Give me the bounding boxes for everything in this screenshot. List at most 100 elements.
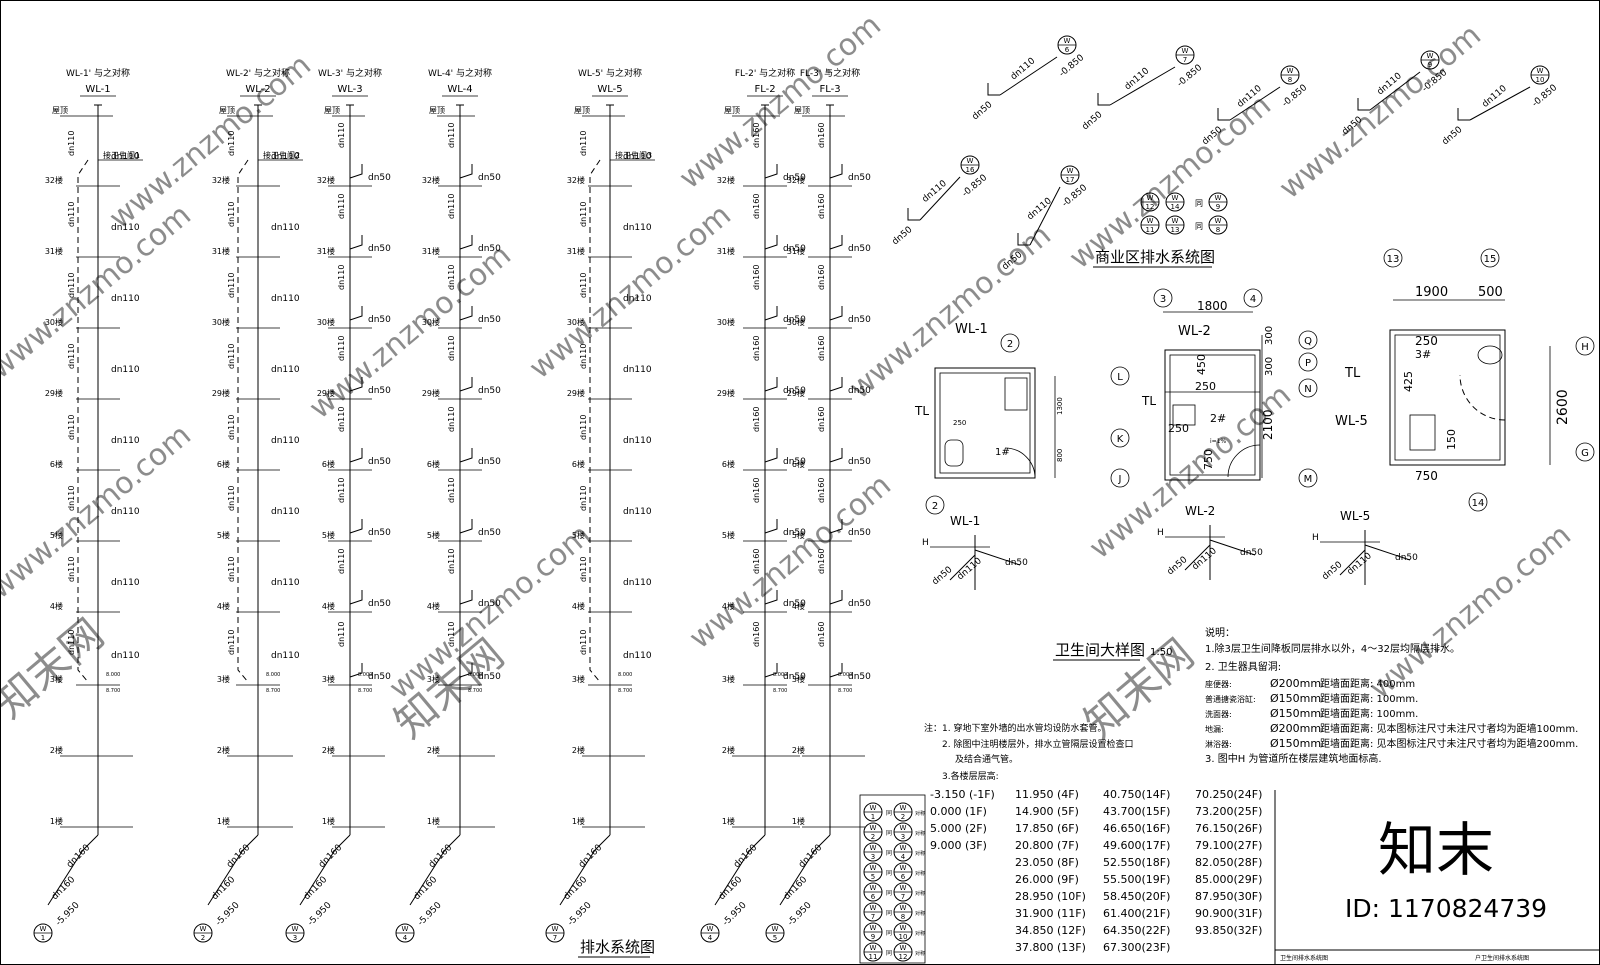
outlet-pipe [47,834,99,906]
floor-label: 1楼 [322,816,335,826]
fixture-hole: Ø150mm [1270,707,1321,720]
elevation-cell: 85.000(29F) [1195,873,1262,886]
riser-name: FL-3 [819,84,840,95]
branch-pipe [829,448,843,463]
branch-size: dn50 [783,457,806,467]
elevation-cell: 79.100(27F) [1195,839,1262,852]
fixture-name: 地漏: [1205,724,1224,734]
outlet-level: -5.950 [786,900,814,928]
legend-tag: W2 [863,822,883,842]
legend-tag: W9 [863,922,883,942]
legend-mirror: 对称 [915,890,925,897]
branch-size: dn50 [848,672,871,682]
elevation-cell: 14.900 (5F) [1015,805,1079,818]
riser-size-vert: dn110 [227,486,236,511]
riser-size: dn110 [337,194,346,219]
riser-size: dn160 [817,265,826,290]
floor-label: 5楼 [722,530,735,540]
watermark-site: www.znzmo.com [1363,518,1578,707]
branch-size: dn50 [478,315,501,325]
legend-same: 同 [886,850,892,857]
iso-branch [1217,108,1230,121]
el-8700: 8.700 [266,688,280,694]
dim: 1900 [1415,285,1448,300]
fixture-name: 淋浴器: [1205,739,1232,749]
riser-size: dn110 [271,223,300,233]
dim: 2600 [1555,389,1571,425]
el-8000: 8.000 [468,672,482,678]
tag-bottom: 7 [871,913,875,921]
branch-pipe [764,164,778,179]
tag-bottom: 7 [901,893,905,901]
branch-pipe [459,519,473,534]
floor-label: 29楼 [717,388,735,398]
floor-label: 5楼 [217,530,230,540]
elevation-cell: 43.700(15F) [1103,805,1170,818]
riser-size: dn110 [447,336,456,361]
axis-bubble [1000,333,1020,353]
branch-pipe [349,164,363,179]
tag-top: W [1537,67,1544,75]
tl-label: TL [1141,394,1156,408]
branch-size: dn50 [368,528,391,538]
tag-bottom: 5 [871,873,875,881]
riser-size: dn110 [337,478,346,503]
floor-label: 29楼 [45,388,63,398]
branch-pipe [764,663,778,678]
titleblock-text-1: 卫生间排水系统图 [1280,954,1328,962]
tag-bottom: 13 [1171,226,1180,234]
outlet-tag: W2 [193,923,213,943]
riser-size-vert: dn110 [67,486,76,511]
dim: 750 [1415,469,1438,483]
outlet-size-2: dn160 [50,875,77,902]
riser-wl-3: WL-3' 与之对称WL-3屋顶32楼31楼30楼29楼6楼5楼4楼3楼2楼1楼… [285,67,391,943]
floor-label: 3楼 [322,674,335,684]
floor-label: 31楼 [422,246,440,256]
iso-level: -0.850 [1531,83,1560,109]
elevation-cell: 46.650(16F) [1103,822,1170,835]
tag-bottom: 1 [871,813,875,821]
tag-bottom: 6 [1065,46,1070,54]
el-8700: 8.700 [773,688,787,694]
floor-label: 30楼 [317,317,335,327]
riser-size: dn110 [447,194,456,219]
iso-size: dn110 [1009,56,1038,82]
iso-size-small: dn50 [971,100,995,123]
branch-size: dn50 [368,599,391,609]
riser-size-vert: dn110 [67,557,76,582]
axis-bubble [1383,248,1403,268]
riser-size: dn160 [752,194,761,219]
axis-bubble [1575,442,1595,462]
dim: 250 [1195,380,1216,393]
legend-mirror: 对称 [915,850,925,857]
legend-tag: W5 [863,862,883,882]
riser-size: dn110 [111,365,140,375]
iso-size: dn110 [921,179,950,205]
riser-size-vert: dn110 [67,202,76,227]
outlet-size: dn160 [797,843,824,870]
floor-label: 3楼 [50,674,63,684]
riser-size: dn160 [817,194,826,219]
riser-size: dn110 [337,622,346,647]
fixture-distance: 距墙面距离: 100mm. [1320,692,1418,705]
watermark-site: www.znzmo.com [683,468,898,657]
same-tag: W13 [1165,215,1185,235]
branch-pipe [349,377,363,392]
tag-bottom: 17 [1066,176,1075,184]
riser-size: dn160 [752,622,761,647]
elevation-cell: 26.000 (9F) [1015,873,1079,886]
tag-bottom: 7 [1183,56,1187,64]
floor-label: 屋顶 [724,106,740,115]
floor-label: 31楼 [787,246,805,256]
floor-label: 29楼 [422,388,440,398]
branch-size: dn50 [783,672,806,682]
branch-pipe [349,306,363,321]
axis-label: L [1117,372,1123,383]
fixture-distance: 距墙面距离: 100mm. [1320,707,1418,720]
riser-size-vert: dn110 [579,630,588,655]
branch-size: dn50 [368,244,391,254]
legend-tag: W10 [893,922,913,942]
